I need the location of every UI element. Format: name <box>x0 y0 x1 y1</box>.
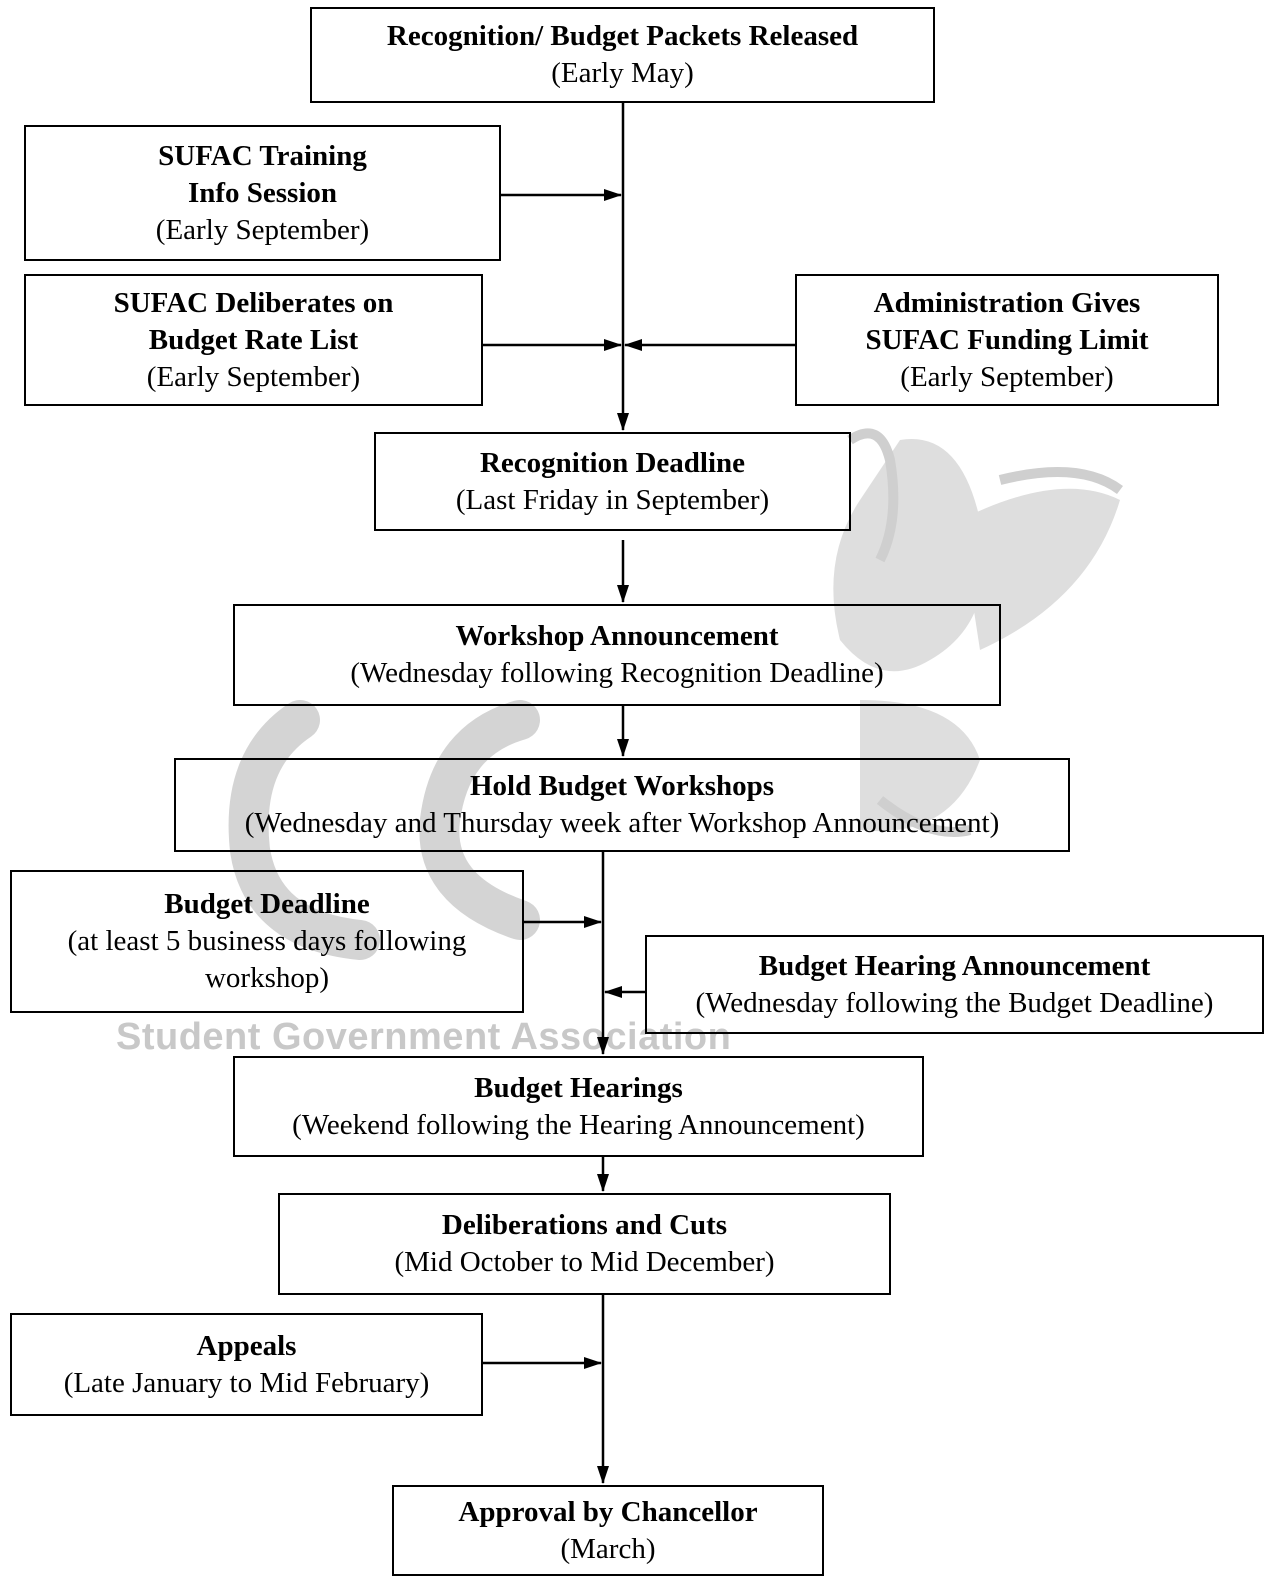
watermark-text: Student Government Association <box>116 1016 732 1058</box>
step-timing: (Mid October to Mid December) <box>394 1246 775 1278</box>
step-title: Hold Budget Workshops <box>469 770 775 802</box>
step-timing-line2: workshop) <box>204 962 330 994</box>
step-budget-hearings: Budget Hearings (Weekend following the H… <box>233 1056 924 1157</box>
step-timing: (Wednesday and Thursday week after Works… <box>244 807 1000 839</box>
step-timing-line1: (at least 5 business days following <box>67 925 467 957</box>
step-timing: (Late January to Mid February) <box>63 1366 430 1399</box>
step-title-line2: Info Session <box>187 176 338 209</box>
step-title-line1: SUFAC Training <box>158 139 367 172</box>
step-budget-workshops: Hold Budget Workshops (Wednesday and Thu… <box>174 758 1070 852</box>
step-timing: (Weekend following the Hearing Announcem… <box>292 1108 865 1141</box>
step-title-line2: SUFAC Funding Limit <box>865 323 1149 356</box>
step-administration-funding-limit: Administration Gives SUFAC Funding Limit… <box>795 274 1219 406</box>
step-title-line2: Budget Rate List <box>148 323 359 356</box>
step-workshop-announcement: Workshop Announcement (Wednesday followi… <box>233 604 1001 706</box>
step-title-line1: SUFAC Deliberates on <box>113 286 394 319</box>
step-budget-deadline: Budget Deadline (at least 5 business day… <box>10 870 524 1013</box>
step-approval-chancellor: Approval by Chancellor (March) <box>392 1485 824 1576</box>
step-title: Recognition/ Budget Packets Released <box>386 20 859 52</box>
step-packets-released: Recognition/ Budget Packets Released (Ea… <box>310 7 935 103</box>
step-timing: (Early September) <box>146 360 361 393</box>
step-timing: (Early September) <box>155 213 370 246</box>
step-sufac-training: SUFAC Training Info Session (Early Septe… <box>24 125 501 261</box>
step-timing: (Early May) <box>551 57 694 89</box>
step-recognition-deadline: Recognition Deadline (Last Friday in Sep… <box>374 432 851 531</box>
step-deliberations-cuts: Deliberations and Cuts (Mid October to M… <box>278 1193 891 1295</box>
step-title: Approval by Chancellor <box>458 1495 758 1528</box>
step-title: Workshop Announcement <box>455 620 779 652</box>
step-timing: (Early September) <box>900 360 1114 393</box>
step-title: Budget Deadline <box>164 888 370 920</box>
step-timing: (Wednesday following Recognition Deadlin… <box>350 657 884 689</box>
step-title: Appeals <box>196 1329 297 1362</box>
step-title-line1: Administration Gives <box>873 286 1141 319</box>
step-title: Recognition Deadline <box>479 446 746 479</box>
step-sufac-deliberates: SUFAC Deliberates on Budget Rate List (E… <box>24 274 483 406</box>
step-timing: (March) <box>560 1532 656 1565</box>
step-title: Budget Hearings <box>474 1071 683 1104</box>
step-hearing-announcement: Budget Hearing Announcement (Wednesday f… <box>645 935 1264 1034</box>
step-title: Deliberations and Cuts <box>441 1209 728 1241</box>
step-appeals: Appeals (Late January to Mid February) <box>10 1313 483 1416</box>
step-timing: (Last Friday in September) <box>455 483 770 516</box>
step-timing: (Wednesday following the Budget Deadline… <box>695 986 1214 1019</box>
step-title: Budget Hearing Announcement <box>758 949 1151 982</box>
